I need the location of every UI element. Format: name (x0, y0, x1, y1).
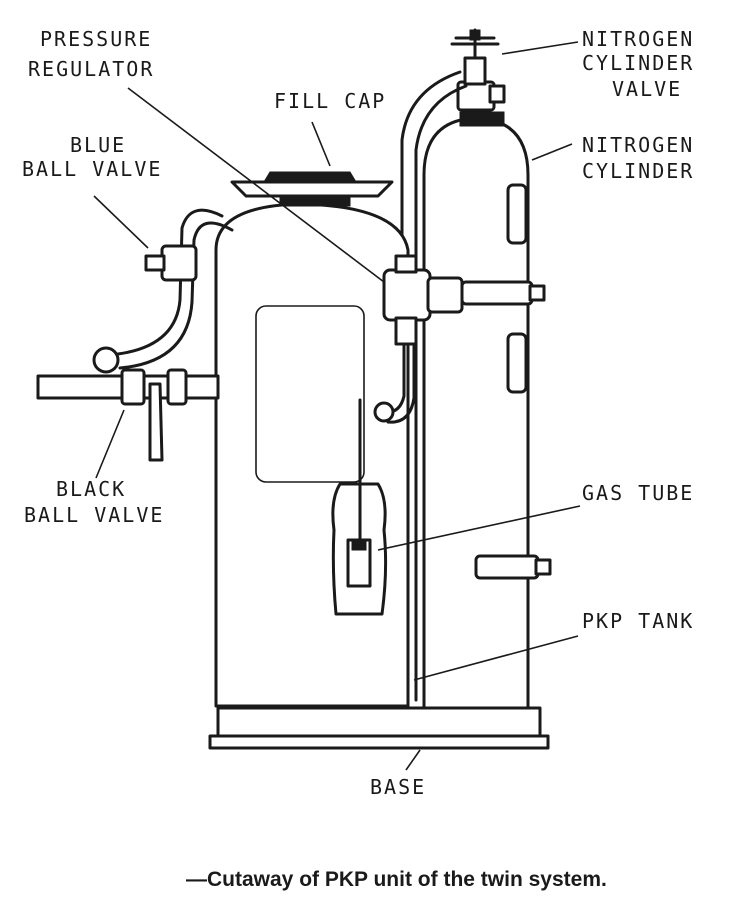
label-pressure-regulator-line1: PRESSURE (40, 27, 152, 51)
label-fill-cap: FILL CAP (274, 89, 386, 113)
label-pkp-tank: PKP TANK (582, 609, 694, 633)
label-nitrogen-cylinder-valve-line1: NITROGEN (582, 27, 694, 51)
figure-caption: —Cutaway of PKP unit of the twin system. (186, 868, 607, 891)
base-plate (208, 706, 550, 750)
fill-cap (230, 171, 394, 207)
nitrogen-cylinder (422, 111, 552, 710)
labels: PRESSURE REGULATOR FILL CAP BLUE BALL VA… (22, 27, 694, 799)
label-nitrogen-cylinder-line2: CYLINDER (582, 159, 694, 183)
label-nitrogen-cylinder-line1: NITROGEN (582, 133, 694, 157)
pkp-tank (214, 171, 410, 708)
label-nitrogen-cylinder-valve-line2: CYLINDER (582, 51, 694, 75)
label-pressure-regulator-line2: REGULATOR (28, 57, 154, 81)
label-black-ball-valve-line1: BLACK (56, 477, 126, 501)
leader-lines (93, 41, 581, 771)
blue-ball-valve (92, 208, 234, 374)
label-blue-ball-valve-line2: BALL VALVE (22, 157, 162, 181)
black-ball-valve (36, 368, 220, 462)
nitrogen-supply-pipe (400, 70, 468, 702)
label-base: BASE (370, 775, 426, 799)
label-blue-ball-valve-line1: BLUE (70, 133, 126, 157)
tank-cutaway (331, 398, 388, 616)
label-nitrogen-cylinder-valve-line3: VALVE (612, 77, 682, 101)
nitrogen-cylinder-valve (450, 28, 506, 112)
label-gas-tube: GAS TUBE (582, 481, 694, 505)
label-black-ball-valve-line2: BALL VALVE (24, 503, 164, 527)
pressure-regulator (373, 254, 464, 424)
